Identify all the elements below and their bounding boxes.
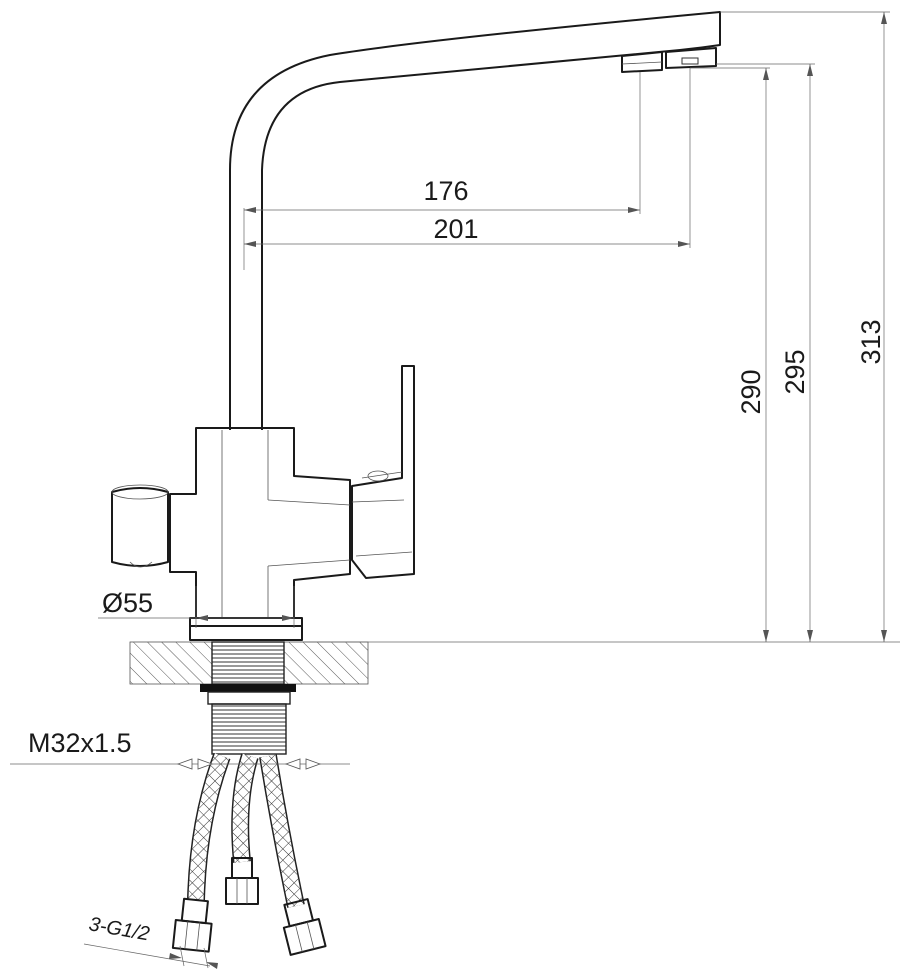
lever-handle [351,365,415,579]
base-diameter-dimension [98,586,295,628]
height-aerator-2-label: 295 [780,349,810,394]
mounting-thread-label: M32x1.5 [28,728,132,758]
reach-aerator-2-label: 201 [433,214,478,244]
reach-dimension-lines [243,68,691,270]
mounting-thread-dimension [10,758,350,770]
hose-connection-label: 3-G1/2 [87,913,151,945]
hose-connection-dimension [83,943,218,969]
faucet-spout [229,11,721,430]
overall-height-label: 313 [856,319,886,364]
height-dimension-lines [690,11,890,642]
reach-aerator-1-label: 176 [423,176,468,206]
flexible-hoses [187,752,305,908]
hose-end-fittings [171,857,327,956]
base-flange [189,617,303,641]
faucet-valve-body [169,427,351,619]
filter-water-knob [111,484,169,568]
height-aerator-1-label: 290 [736,369,766,414]
base-diameter-label: Ø55 [102,588,153,618]
mounting-stud [200,641,296,755]
